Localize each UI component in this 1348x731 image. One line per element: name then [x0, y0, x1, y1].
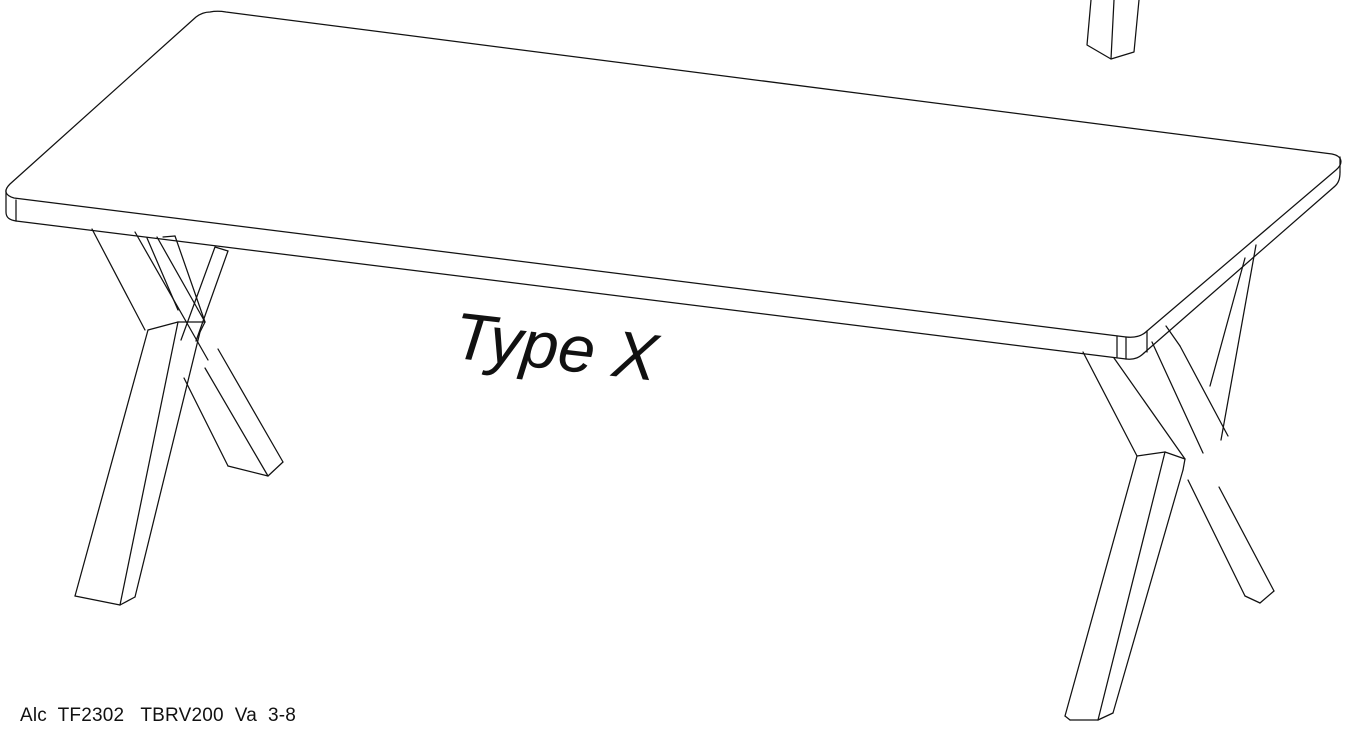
top-right-partial-leg: [1086, 0, 1140, 60]
front-left-x-leg: [74, 228, 284, 606]
table-top: [5, 10, 1342, 360]
reference-code: Alc TF2302 TBRV200 Va 3-8: [20, 705, 297, 726]
right-x-leg: [1064, 244, 1275, 721]
